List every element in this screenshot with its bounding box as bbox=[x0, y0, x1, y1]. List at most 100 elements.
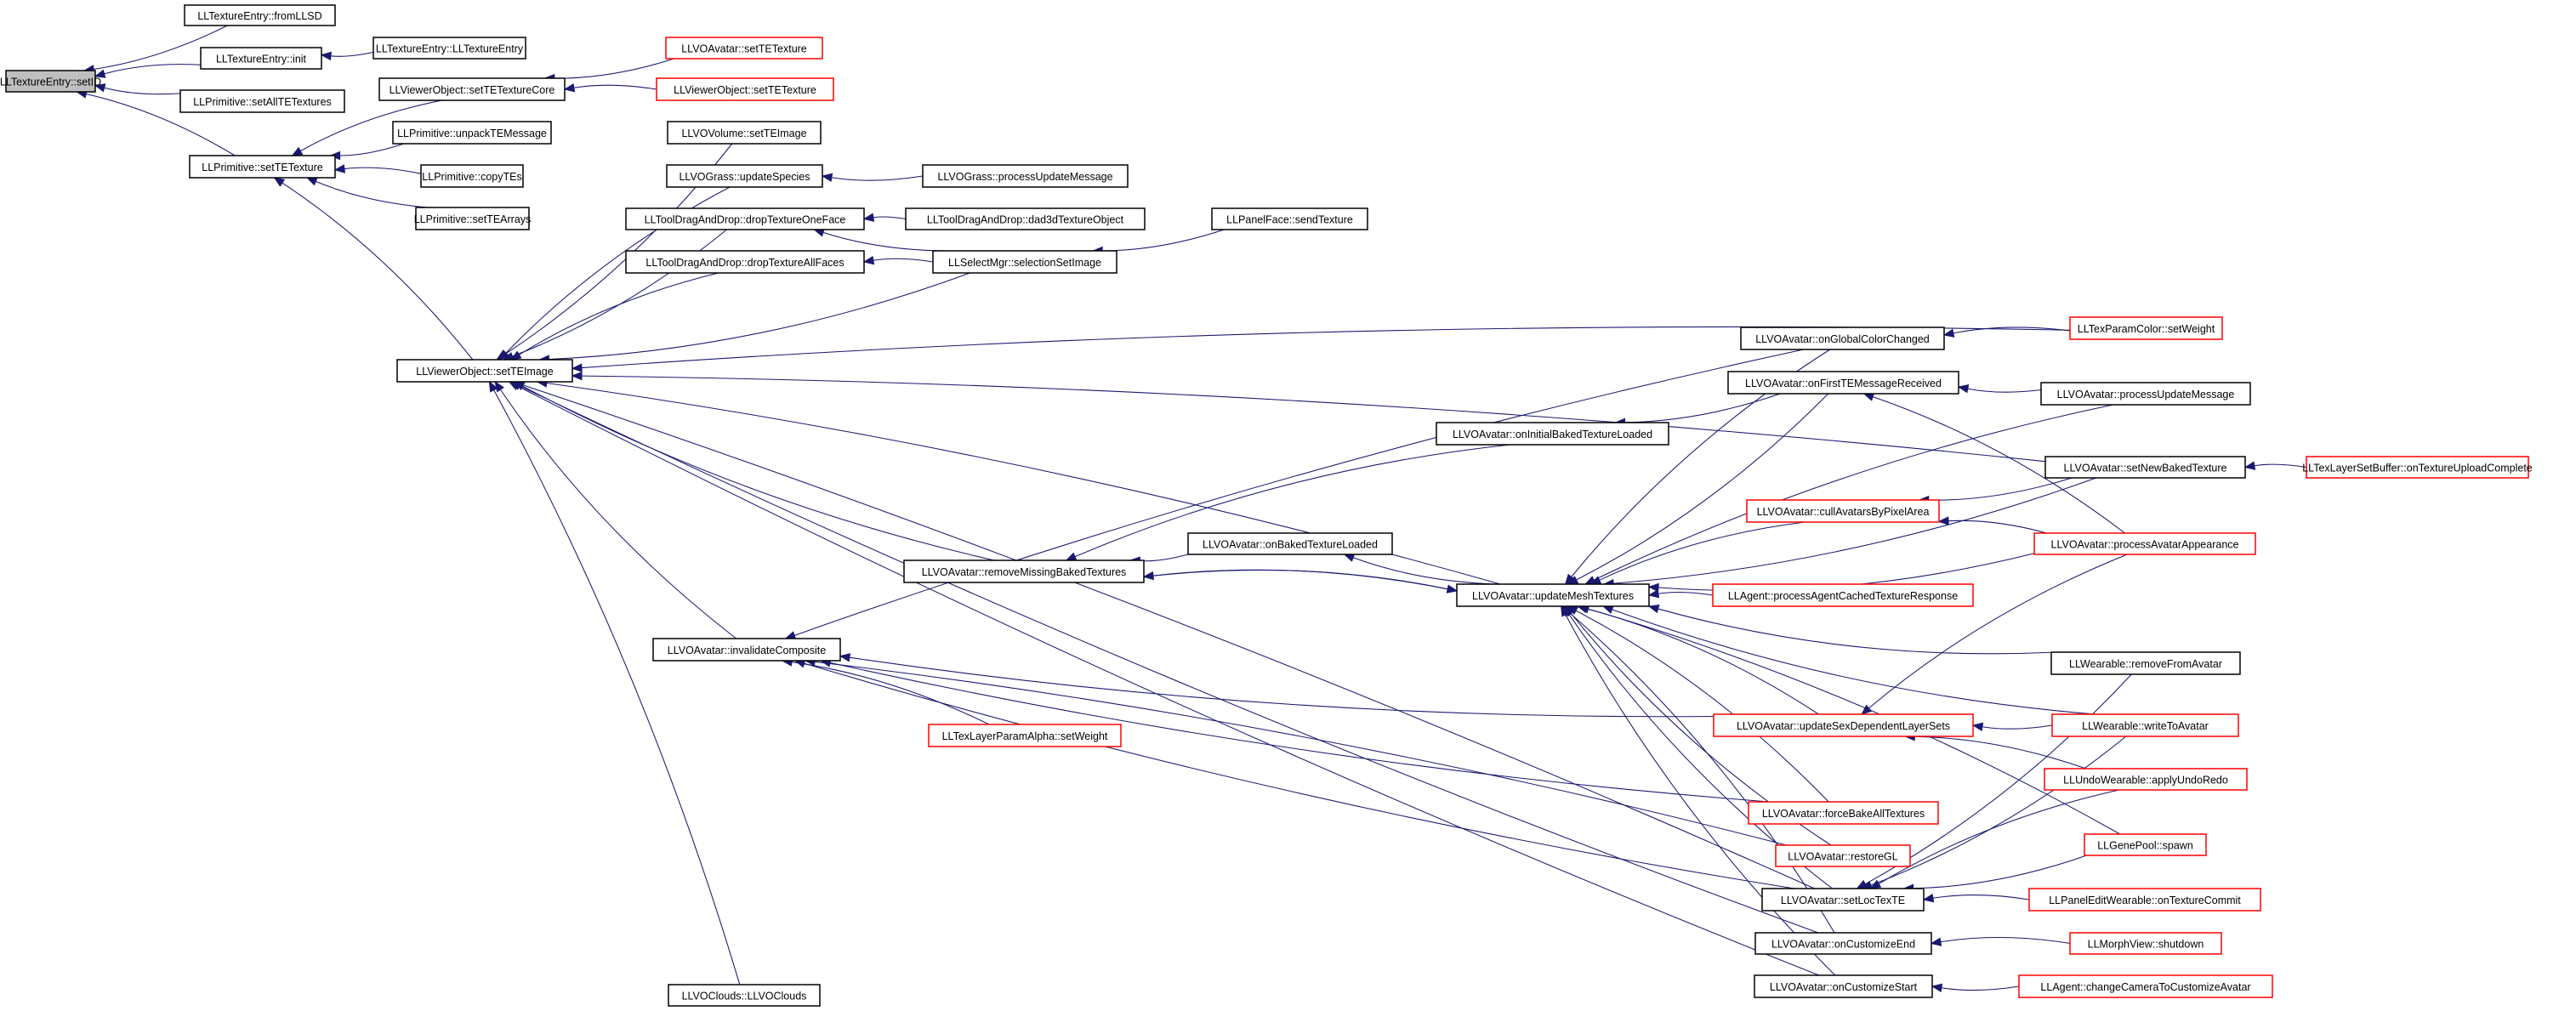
node-grass-update-species[interactable]: LLVOGrass::updateSpecies bbox=[666, 164, 823, 188]
node-box bbox=[2018, 974, 2273, 998]
node-label: LLPrimitive::copyTEs bbox=[422, 171, 521, 183]
edge-line bbox=[1928, 477, 2073, 501]
node-process-appearance[interactable]: LLVOAvatar::processAvatarAppearance bbox=[2033, 532, 2256, 555]
arrowhead bbox=[1971, 722, 1984, 731]
node-label: LLMorphView::shutdown bbox=[2088, 939, 2204, 951]
node-restore-g-l[interactable]: LLVOAvatar::restoreGL bbox=[1775, 844, 1911, 867]
edge-line bbox=[1948, 520, 2047, 534]
node-label: LLTextureEntry::fromLLSD bbox=[197, 10, 321, 22]
arrowhead bbox=[571, 363, 583, 372]
node-clouds[interactable]: LLVOClouds::LLVOClouds bbox=[668, 984, 821, 1007]
edge-line bbox=[505, 186, 731, 354]
arrowhead bbox=[488, 380, 498, 393]
edge-line bbox=[519, 272, 719, 355]
edge-line bbox=[1932, 895, 2030, 900]
node-box bbox=[666, 164, 823, 188]
node-remove-missing[interactable]: LLVOAvatar::removeMissingBakedTextures bbox=[903, 559, 1145, 583]
node-update-sex-layers[interactable]: LLVOAvatar::updateSexDependentLayerSets bbox=[1713, 713, 1974, 737]
node-set-new-baked[interactable]: LLVOAvatar::setNewBakedTexture bbox=[2044, 456, 2246, 479]
arrowhead bbox=[839, 653, 851, 662]
node-on-initial-baked[interactable]: LLVOAvatar::onInitialBakedTextureLoaded bbox=[1436, 422, 1669, 446]
node-box bbox=[1436, 422, 1669, 446]
node-on-customize-start[interactable]: LLVOAvatar::onCustomizeStart bbox=[1754, 974, 1933, 998]
node-av-set-t-e-texture[interactable]: LLVOAvatar::setTETexture bbox=[665, 37, 823, 60]
node-apply-undo-redo[interactable]: LLUndoWearable::applyUndoRedo bbox=[2044, 768, 2248, 791]
node-box bbox=[2050, 651, 2241, 675]
node-invalidate-composite[interactable]: LLVOAvatar::invalidateComposite bbox=[652, 638, 841, 662]
edge-line bbox=[104, 64, 202, 75]
edge-line bbox=[1568, 611, 1835, 934]
node-update-mesh[interactable]: LLVOAvatar::updateMeshTextures bbox=[1456, 583, 1650, 607]
node-on-first-t-e-message[interactable]: LLVOAvatar::onFirstTEMessageReceived bbox=[1727, 371, 1959, 395]
node-prim-set-t-e-texture[interactable]: LLPrimitive::setTETexture bbox=[189, 155, 336, 179]
node-unpack-t-e-message[interactable]: LLPrimitive::unpackTEMessage bbox=[392, 121, 552, 145]
node-vol-set-t-e-image[interactable]: LLVOVolume::setTEImage bbox=[667, 121, 822, 145]
node-box bbox=[2069, 316, 2223, 340]
node-dad3d[interactable]: LLToolDragAndDrop::dad3dTextureObject bbox=[905, 207, 1146, 230]
node-write-to-avatar[interactable]: LLWearable::writeToAvatar bbox=[2051, 713, 2239, 737]
node-send-texture[interactable]: LLPanelFace::sendTexture bbox=[1211, 207, 1368, 230]
node-gene-pool-spawn[interactable]: LLGenePool::spawn bbox=[2084, 833, 2207, 856]
node-vo-set-t-e-texture[interactable]: LLViewerObject::setTETexture bbox=[656, 77, 834, 101]
node-change-camera[interactable]: LLAgent::changeCameraToCustomizeAvatar bbox=[2018, 974, 2273, 998]
node-box bbox=[2044, 768, 2248, 791]
node-force-bake[interactable]: LLVOAvatar::forceBakeAllTextures bbox=[1748, 801, 1939, 825]
node-grass-process-update[interactable]: LLVOGrass::processUpdateMessage bbox=[922, 164, 1129, 188]
node-drop-one-face[interactable]: LLToolDragAndDrop::dropTextureOneFace bbox=[625, 207, 865, 230]
node-set-t-e-image[interactable]: LLViewerObject::setTEImage bbox=[396, 359, 573, 383]
arrowhead bbox=[1647, 582, 1659, 593]
node-label: LLVOAvatar::updateSexDependentLayerSets bbox=[1737, 720, 1950, 732]
node-box bbox=[665, 37, 823, 60]
node-from-l-l-s-d[interactable]: LLTextureEntry::fromLLSD bbox=[184, 4, 336, 26]
node-set-loc-tex-t-e[interactable]: LLVOAvatar::setLocTexTE bbox=[1761, 888, 1925, 912]
node-morph-shutdown[interactable]: LLMorphView::shutdown bbox=[2069, 932, 2222, 955]
node-av-process-update[interactable]: LLVOAvatar::processUpdateMessage bbox=[2040, 382, 2251, 406]
node-on-texture-upload-complete[interactable]: LLTexLayerSetBuffer::onTextureUploadComp… bbox=[2302, 456, 2533, 479]
call-edge bbox=[1065, 444, 1510, 561]
node-on-texture-commit[interactable]: LLPanelEditWearable::onTextureCommit bbox=[2028, 888, 2261, 912]
node-selection-set-image[interactable]: LLSelectMgr::selectionSetImage bbox=[932, 250, 1117, 274]
edge-line bbox=[1074, 444, 1510, 558]
node-cull-avatars[interactable]: LLVOAvatar::cullAvatarsByPixelArea bbox=[1746, 499, 1940, 523]
call-edge bbox=[273, 177, 474, 361]
call-edge bbox=[813, 228, 953, 252]
node-remove-from-avatar[interactable]: LLWearable::removeFromAvatar bbox=[2050, 651, 2241, 675]
node-set-t-e-arrays[interactable]: LLPrimitive::setTEArrays bbox=[414, 207, 532, 230]
node-drop-all-faces[interactable]: LLToolDragAndDrop::dropTextureAllFaces bbox=[625, 250, 865, 274]
edge-line bbox=[831, 175, 924, 181]
node-init[interactable]: LLTextureEntry::init bbox=[200, 47, 322, 70]
edge-line bbox=[499, 389, 737, 639]
node-label: LLTexLayerSetBuffer::onTextureUploadComp… bbox=[2302, 463, 2533, 474]
node-on-customize-end[interactable]: LLVOAvatar::onCustomizeEnd bbox=[1754, 932, 1932, 955]
node-label: LLWearable::removeFromAvatar bbox=[2069, 658, 2222, 670]
edge-line bbox=[1576, 393, 1829, 581]
node-box bbox=[1713, 713, 1974, 737]
node-te-ctor[interactable]: LLTextureEntry::LLTextureEntry bbox=[372, 37, 526, 60]
edge-line bbox=[804, 662, 1795, 889]
node-box bbox=[667, 121, 822, 145]
node-set-i-d[interactable]: LLTextureEntry::setID bbox=[0, 70, 101, 93]
node-agent-cached[interactable]: LLAgent::processAgentCachedTextureRespon… bbox=[1712, 583, 1974, 607]
call-edge bbox=[1561, 605, 1836, 976]
node-tex-param-set-weight[interactable]: LLTexParamColor::setWeight bbox=[2069, 316, 2223, 340]
edge-layer bbox=[76, 25, 2307, 992]
node-box bbox=[415, 207, 530, 230]
node-layer-alpha-set-weight[interactable]: LLTexLayerParamAlpha::setWeight bbox=[928, 724, 1122, 747]
node-on-baked-loaded[interactable]: LLVOAvatar::onBakedTextureLoaded bbox=[1187, 532, 1393, 555]
node-copy-t-es[interactable]: LLPrimitive::copyTEs bbox=[420, 164, 524, 188]
node-set-all-t-e-textures[interactable]: LLPrimitive::setAllTETextures bbox=[179, 89, 345, 113]
node-box bbox=[903, 559, 1145, 583]
node-label: LLVOClouds::LLVOClouds bbox=[682, 991, 807, 1002]
arrowhead bbox=[333, 164, 346, 173]
arrowhead bbox=[94, 83, 106, 93]
node-box bbox=[2033, 532, 2256, 555]
arrowhead bbox=[571, 371, 583, 381]
node-on-global-color-changed[interactable]: LLVOAvatar::onGlobalColorChanged bbox=[1740, 327, 1945, 350]
node-box bbox=[189, 155, 336, 179]
edge-line bbox=[316, 180, 428, 208]
node-label: LLToolDragAndDrop::dropTextureAllFaces bbox=[645, 257, 844, 269]
edge-line bbox=[1599, 521, 1805, 581]
node-set-t-e-texture-core[interactable]: LLViewerObject::setTETextureCore bbox=[378, 77, 566, 101]
edge-line bbox=[1940, 936, 2071, 945]
edge-line bbox=[1102, 229, 1225, 252]
